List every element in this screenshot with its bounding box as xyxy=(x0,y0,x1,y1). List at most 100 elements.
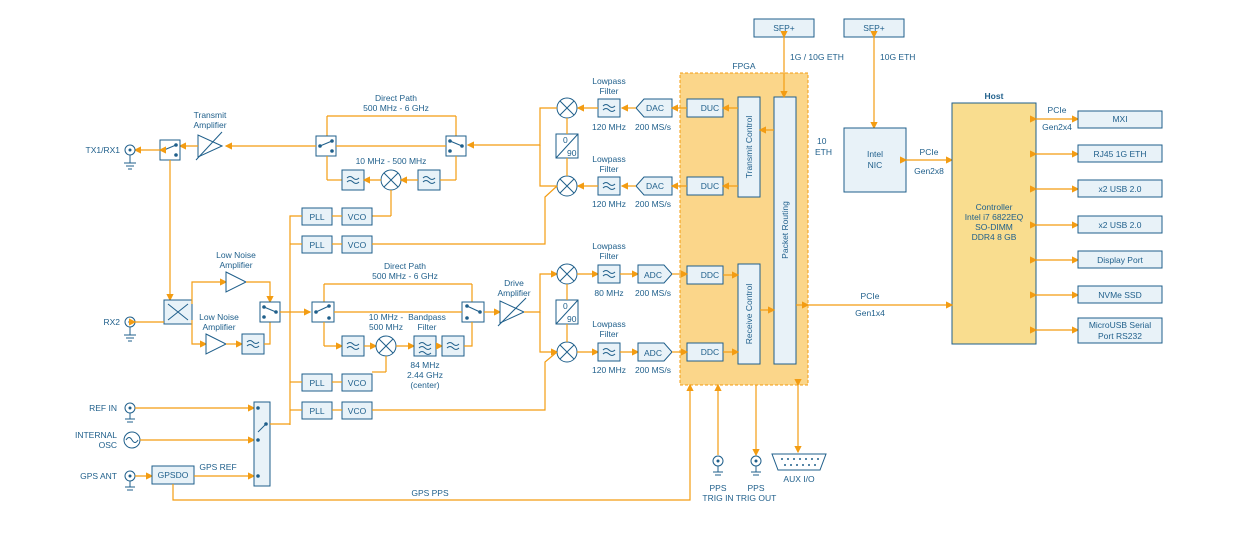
dac-rate-2: 200 MS/s xyxy=(635,199,671,209)
lna-1-label-a: Low Noise xyxy=(216,250,256,260)
receive-control-block xyxy=(737,263,761,365)
display-port-block xyxy=(1077,250,1163,269)
eth-10g-side-label-a: 10 xyxy=(817,136,827,146)
lowpass-filter-tx-1 xyxy=(597,98,621,118)
pcie-gen2x4-label: PCIe xyxy=(1048,105,1067,115)
pll-2-label: PLL xyxy=(309,240,324,250)
low-band-tx-label: 10 MHz - 500 MHz xyxy=(356,156,427,166)
low-band-rx-label-b: 500 MHz xyxy=(369,322,403,332)
microusb-block xyxy=(1077,317,1163,344)
lna-2-label-a: Low Noise xyxy=(199,312,239,322)
pps-trig-out-label-b: TRIG OUT xyxy=(736,493,777,503)
adc-rate-2: 200 MS/s xyxy=(635,365,671,375)
rj45-label: RJ45 1G ETH xyxy=(1094,149,1147,159)
switch-rx-b xyxy=(461,301,485,323)
mixer-rx-low xyxy=(375,335,397,357)
bandpass-filter xyxy=(413,335,437,357)
rx2-label: RX2 xyxy=(103,317,120,327)
filter-tx-low-2 xyxy=(417,169,441,191)
intel-nic-block xyxy=(843,127,907,193)
fpga-label: FPGA xyxy=(732,61,755,71)
quad-tx-90: 90 xyxy=(567,148,577,158)
quad-rx-90: 90 xyxy=(567,314,577,324)
mixer-rx-1 xyxy=(556,263,578,285)
lowpass-tx-1-label-b: Filter xyxy=(600,86,619,96)
pps-trig-out-label-a: PPS xyxy=(747,483,764,493)
controller-label-2: Intel i7 6822EQ xyxy=(965,212,1024,222)
lna-1-label-b: Amplifier xyxy=(219,260,252,270)
pcie-gen2x4-sub: Gen2x4 xyxy=(1042,122,1072,132)
adc-block-2 xyxy=(637,342,673,362)
transmit-control-label: Transmit Control xyxy=(744,116,754,179)
gps-ref-label: GPS REF xyxy=(199,462,236,472)
direct-path-rx-label: Direct Path xyxy=(384,261,426,271)
gps-ant-port xyxy=(124,470,136,491)
mixer-tx-low xyxy=(380,169,402,191)
direct-path-tx-label: Direct Path xyxy=(375,93,417,103)
adc-rate-1: 200 MS/s xyxy=(635,288,671,298)
filter-rx-lna2 xyxy=(241,333,265,355)
lowpass-tx-2-freq: 120 MHz xyxy=(592,199,626,209)
tx-path: Direct Path 500 MHz - 6 GHz 10 MHz - 500… xyxy=(133,93,467,217)
vco-1-label: VCO xyxy=(348,212,367,222)
switch-tx1rx1 xyxy=(159,139,181,161)
transmit-amp-label-a: Transmit xyxy=(194,110,227,120)
adc-label-1: ADC xyxy=(644,270,662,280)
bandpass-freq-2: 2.44 GHz xyxy=(407,370,443,380)
switch-tx-b xyxy=(445,135,467,157)
switch-rx-a xyxy=(311,301,335,323)
mxi-block xyxy=(1077,110,1163,129)
lowpass-rx-1-label-a: Lowpass xyxy=(592,241,626,251)
rx-front-end: Low Noise Amplifier Low Noise Amplifier xyxy=(129,160,312,355)
lowpass-rx-2-label-b: Filter xyxy=(600,329,619,339)
pcie-gen1x4-sub: Gen1x4 xyxy=(855,308,885,318)
packet-routing-label: Packet Routing xyxy=(780,201,790,259)
rj45-block xyxy=(1077,144,1163,163)
rx2-port xyxy=(124,316,136,342)
quadrature-splitter-rx: 0 90 xyxy=(555,299,579,325)
gpsdo-label: GPSDO xyxy=(158,470,189,480)
switch-tx-a xyxy=(315,135,337,157)
adc-chain: 0 90 Lowpass Filter 80 MHz Lowpass Filte… xyxy=(555,241,689,375)
adc-label-2: ADC xyxy=(644,348,662,358)
drive-amplifier xyxy=(497,297,527,327)
dac-chain: DAC 200 MS/s DAC 200 MS/s Lowpass Filter… xyxy=(466,76,687,209)
internal-osc xyxy=(123,431,141,449)
pll-4-label: PLL xyxy=(309,406,324,416)
lowpass-rx-1-label-b: Filter xyxy=(600,251,619,261)
dac-rate-1: 200 MS/s xyxy=(635,122,671,132)
lowpass-filter-rx-1 xyxy=(597,264,621,284)
drive-amp-label-b: Amplifier xyxy=(497,288,530,298)
usb-label-2: x2 USB 2.0 xyxy=(1099,220,1142,230)
pcie-gen1x4-label: PCIe xyxy=(861,291,880,301)
transmit-amp-label-b: Amplifier xyxy=(193,120,226,130)
pps-trig-in-label-a: PPS xyxy=(709,483,726,493)
lna-2-label-b: Amplifier xyxy=(202,322,235,332)
aux-io-label: AUX I/O xyxy=(783,474,815,484)
lowpass-rx-2-freq: 120 MHz xyxy=(592,365,626,375)
host-label: Host xyxy=(985,91,1004,101)
pps-trig-in-label-b: TRIG IN xyxy=(702,493,733,503)
usb-block-1 xyxy=(1077,179,1163,198)
rx-path: Direct Path 500 MHz - 6 GHz 10 MHz - 500… xyxy=(311,261,559,390)
dac-label-2: DAC xyxy=(646,181,664,191)
duc-label-2: DUC xyxy=(701,181,719,191)
eth-1g-10g-label: 1G / 10G ETH xyxy=(790,52,844,62)
ref-clock-switch xyxy=(253,401,271,487)
bandpass-freq-1: 84 MHz xyxy=(410,360,439,370)
adc-block-1 xyxy=(637,264,673,284)
rx-crossbar-switch xyxy=(163,299,193,325)
pll-1-label: PLL xyxy=(309,212,324,222)
eth-10g-label: 10G ETH xyxy=(880,52,915,62)
aux-io-connector xyxy=(771,453,827,471)
filter-rx-low-1 xyxy=(341,335,365,357)
dac-label-1: DAC xyxy=(646,103,664,113)
sfp-plus-2-label: SFP+ xyxy=(863,23,885,33)
controller-label-1: Controller xyxy=(976,202,1013,212)
mxi-label: MXI xyxy=(1112,114,1127,124)
controller-label-3: SO-DIMM xyxy=(975,222,1013,232)
intel-nic-label-b: NIC xyxy=(868,160,883,170)
pps-trig-out-port xyxy=(750,455,762,476)
bandpass-label-a: Bandpass xyxy=(408,312,446,322)
eth-10g-side-label-b: ETH xyxy=(815,147,832,157)
